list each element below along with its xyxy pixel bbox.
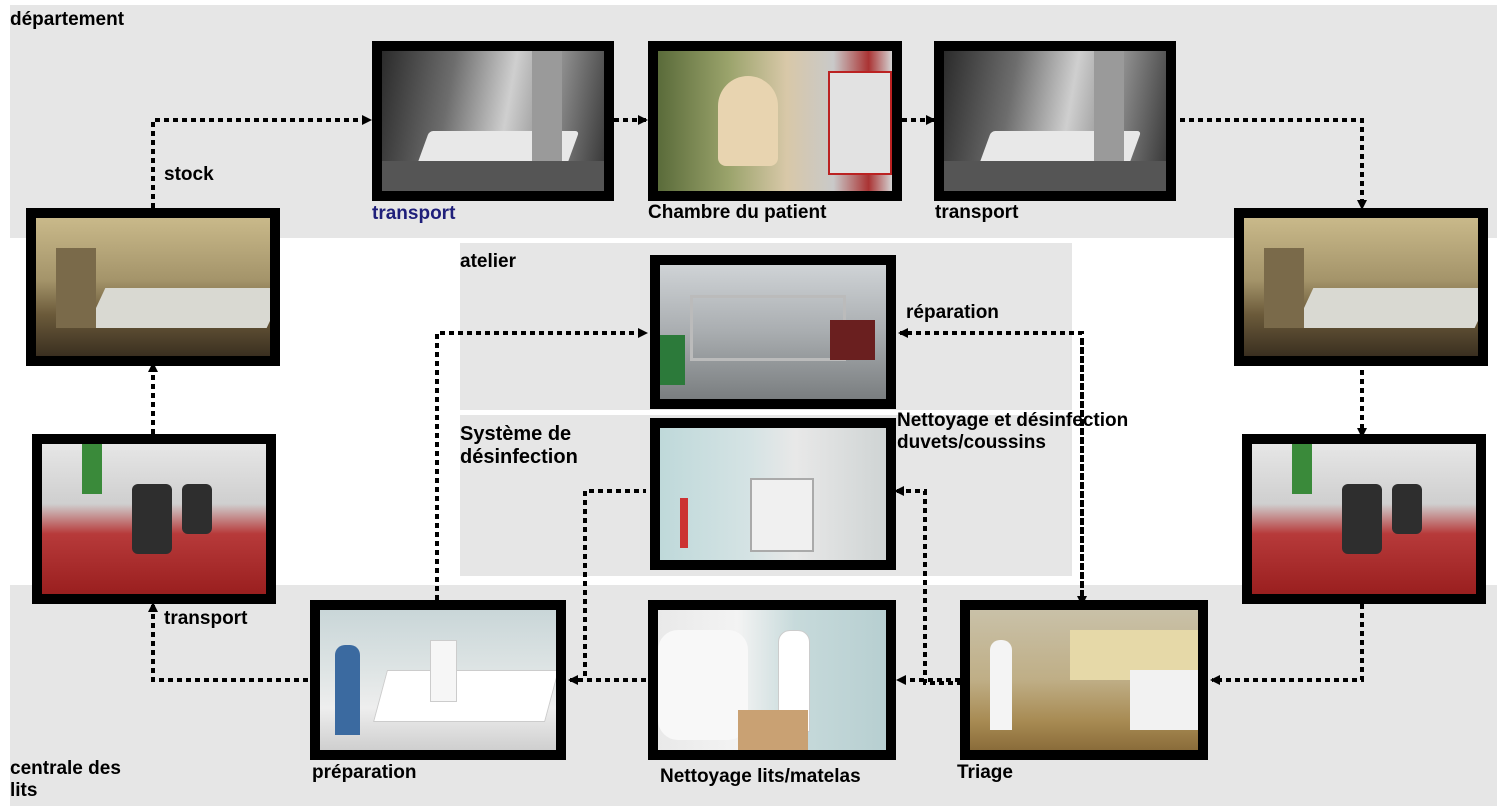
workshop-photo (650, 255, 896, 409)
sorting-label: Triage (957, 762, 1013, 783)
arrow-prep-to-tow (148, 602, 308, 682)
transport-left-label: transport (164, 608, 248, 629)
bed-preparation-photo (310, 600, 566, 760)
bed-cleaning-label: Nettoyage lits/matelas (660, 766, 861, 787)
arrow-transport-to-stock (1180, 118, 1367, 210)
disinfection-system-photo (650, 418, 896, 570)
arrow-triage-to-workshop (898, 328, 1084, 604)
arrow-tow-to-triage (1210, 604, 1364, 685)
patient-room-photo (648, 41, 902, 201)
bed-stock-left-photo (26, 208, 280, 366)
department-zone-label: département (10, 9, 125, 30)
patient-room-label: Chambre du patient (648, 202, 827, 223)
disinfection-zone-label: Système de désinfection (460, 423, 578, 468)
bed-transport-corridor-photo (372, 41, 614, 201)
repair-label: réparation (906, 302, 999, 323)
sorting-photo (960, 600, 1208, 760)
transport-top2-label: transport (935, 202, 1019, 223)
tow-vehicle-right-photo (1242, 434, 1486, 604)
duvet-cleaning-label: Nettoyage et désinfection duvets/coussin… (897, 410, 1129, 453)
arrow-stock-to-transport (151, 115, 372, 208)
bed-stock-right-photo (1234, 208, 1488, 366)
central-zone-label: centrale des lits (10, 758, 121, 801)
bed-transport-corridor-photo-2 (934, 41, 1176, 201)
arrow-triage-to-duvets (894, 486, 962, 685)
tow-vehicle-left-photo (32, 434, 276, 604)
bed-cleaning-photo (648, 600, 896, 760)
arrow-prep-to-disinfection (583, 489, 646, 676)
transport-top-label: transport (372, 203, 456, 224)
stock-label: stock (164, 164, 214, 185)
preparation-label: préparation (312, 762, 417, 783)
workshop-zone-label: atelier (460, 251, 516, 272)
arrow-prep-to-workshop (435, 328, 648, 600)
